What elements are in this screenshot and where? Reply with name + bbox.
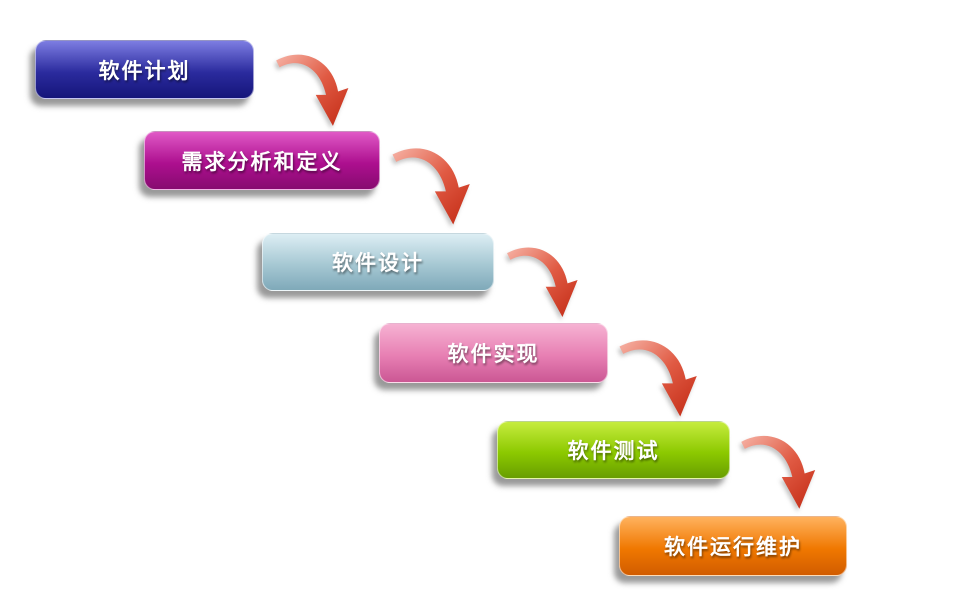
stage-label: 软件运行维护	[664, 536, 802, 559]
stage-label: 软件测试	[567, 440, 660, 463]
stage-requirements-analysis: 需求分析和定义	[144, 131, 380, 190]
flow-arrow-4	[613, 330, 707, 422]
flow-arrow-2	[386, 138, 480, 230]
stage-label: 软件实现	[447, 343, 540, 366]
stage-label: 软件设计	[332, 252, 424, 275]
stage-software-design: 软件设计	[262, 233, 494, 291]
stage-software-maintenance: 软件运行维护	[619, 516, 847, 576]
stage-software-planning: 软件计划	[35, 40, 254, 99]
stage-software-testing: 软件测试	[497, 421, 730, 479]
stage-software-implementation: 软件实现	[379, 323, 608, 383]
stage-label: 需求分析和定义	[181, 150, 343, 174]
flow-arrow-5	[733, 426, 827, 514]
flow-arrow-3	[499, 238, 589, 322]
flow-arrow-1	[266, 45, 362, 131]
stage-label: 软件计划	[98, 59, 191, 83]
